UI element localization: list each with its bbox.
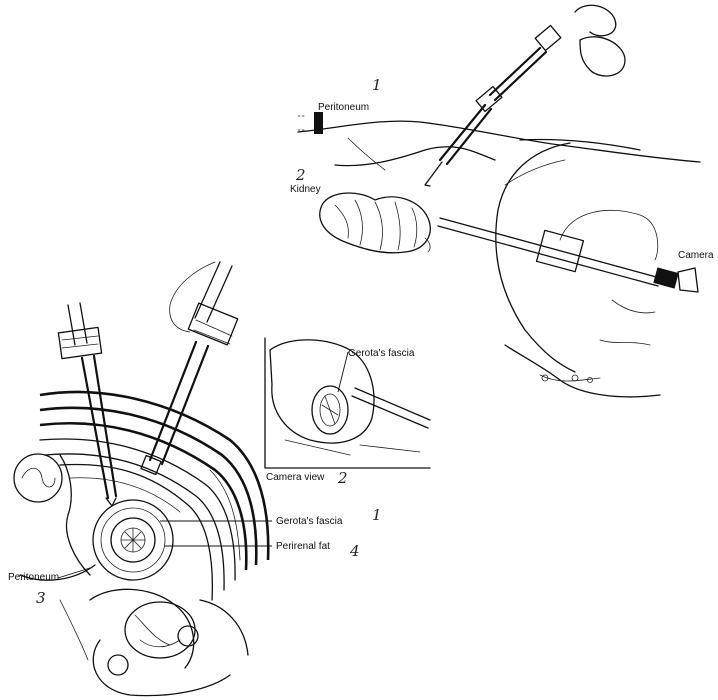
gerotas-fascia-label: Gerota's fascia bbox=[276, 516, 343, 527]
kidney-label: Kidney bbox=[290, 184, 321, 195]
peritoneum-marker bbox=[314, 112, 323, 134]
grasper-instrument bbox=[424, 4, 626, 187]
perirenal-fat-label: Perirenal fat bbox=[276, 541, 330, 552]
gerotas-fascia-inset-label: Gerota's fascia bbox=[348, 348, 415, 359]
handwritten-number-1-top: 1 bbox=[372, 76, 382, 94]
kidney-drawing bbox=[319, 192, 431, 254]
handwritten-number-2-top: 2 bbox=[295, 166, 306, 184]
trocar-right bbox=[140, 261, 239, 476]
laparoscope-camera bbox=[437, 209, 699, 293]
camera-view-inset bbox=[264, 337, 431, 469]
camera-view-label: Camera view bbox=[266, 472, 325, 483]
handwritten-number-1-side: 1 bbox=[372, 506, 382, 524]
kidney-cross-section bbox=[92, 499, 174, 581]
external-view-drawing bbox=[297, 4, 701, 398]
handwritten-number-2-inset: 2 bbox=[337, 469, 348, 487]
handwritten-number-3-bottom: 3 bbox=[36, 589, 46, 607]
cross-section-drawing bbox=[13, 261, 272, 697]
peritoneum-label-top: Peritoneum bbox=[318, 102, 369, 113]
handwritten-number-4-side: 4 bbox=[349, 542, 360, 560]
trocar-left bbox=[57, 302, 118, 507]
camera-label: Camera bbox=[678, 250, 714, 261]
peritoneum-label-bottom: Peritoneum bbox=[8, 572, 59, 583]
